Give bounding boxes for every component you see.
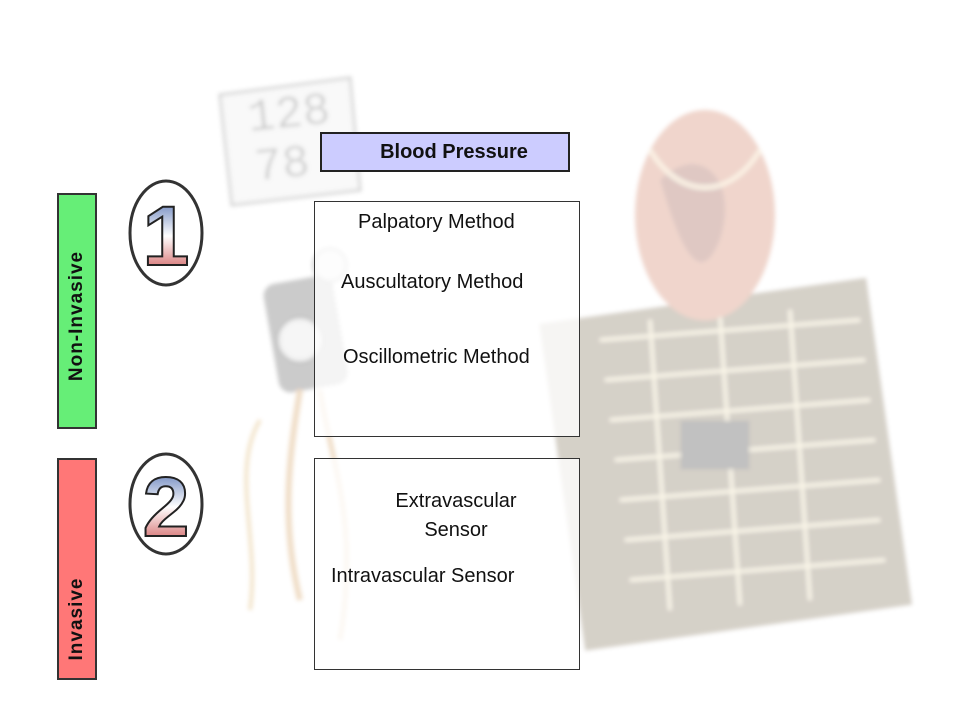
badge-number: 2 [143, 460, 190, 554]
method-oscillometric: Oscillometric Method [343, 346, 530, 368]
heart-illustration [635, 110, 775, 320]
number-badge-1: 1 [128, 179, 204, 287]
invasive-methods-box: Extravascular Sensor Intravascular Senso… [314, 458, 580, 670]
page-title: Blood Pressure [320, 132, 570, 172]
badge-number: 1 [143, 189, 190, 283]
non-invasive-methods-box: Palpatory Method Auscultatory Method Osc… [314, 201, 580, 437]
bp-monitor-illustration: 128 78 [218, 76, 362, 207]
category-label-non-invasive: Non-Invasive [57, 193, 97, 429]
monitor-reading-diastolic: 78 [252, 137, 312, 194]
method-auscultatory: Auscultatory Method [341, 271, 524, 293]
category-label-invasive: Invasive [57, 458, 97, 680]
method-intravascular: Intravascular Sensor [331, 565, 515, 587]
category-label-text: Non-Invasive [66, 250, 87, 381]
category-label-text: Invasive [66, 577, 87, 661]
number-badge-2: 2 [128, 452, 204, 556]
method-palpatory: Palpatory Method [358, 211, 515, 233]
method-extravascular: Extravascular Sensor [395, 490, 517, 541]
circuit-board-illustration [539, 277, 913, 651]
monitor-reading-systolic: 128 [245, 85, 333, 145]
